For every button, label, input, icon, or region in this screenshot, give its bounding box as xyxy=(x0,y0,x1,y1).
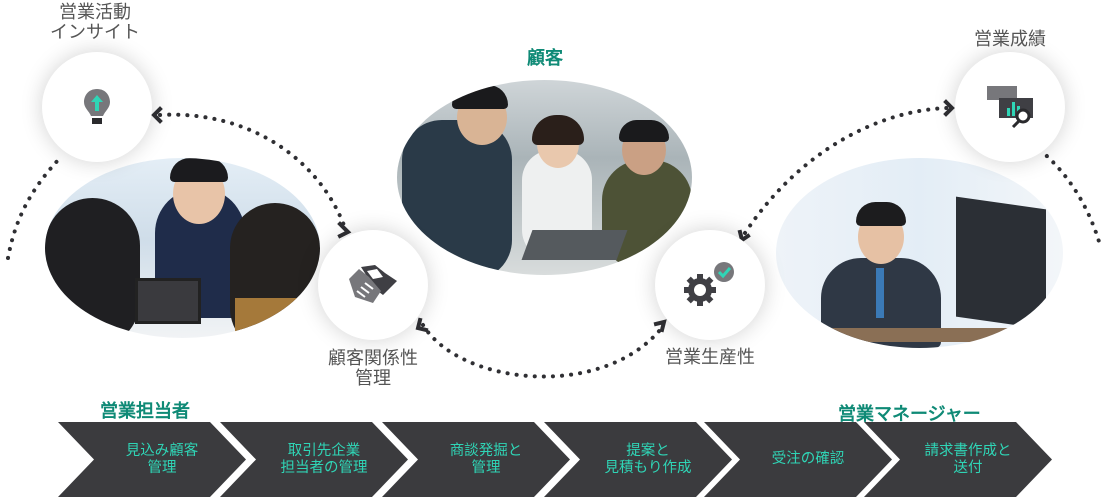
performance-node[interactable] xyxy=(955,52,1065,162)
productivity-label: 営業生産性 xyxy=(665,347,755,368)
step-text-line2: 見積もり作成 xyxy=(604,459,692,476)
step-text-line1: 提案と xyxy=(626,442,670,459)
sales-meeting-photo xyxy=(45,158,320,338)
chart-search-icon xyxy=(987,86,1033,129)
relationship-label: 顧客関係性 管理 xyxy=(310,349,436,389)
step-text-line2: 担当者の管理 xyxy=(280,459,368,476)
process-step[interactable]: 見込み顧客管理 xyxy=(58,422,248,497)
step-text-line1: 請求書作成と xyxy=(924,442,1012,459)
step-text-line2: 管理 xyxy=(471,459,501,476)
step-text-line2: 管理 xyxy=(147,459,177,476)
insight-label: 営業活動 インサイト xyxy=(40,3,150,43)
insight-label-line2: インサイト xyxy=(50,22,140,43)
sales-manager-heading: 営業マネージャー xyxy=(838,404,981,425)
customer-heading: 顧客 xyxy=(527,48,563,69)
process-step[interactable]: 提案と見積もり作成 xyxy=(544,422,734,497)
process-step[interactable]: 取引先企業担当者の管理 xyxy=(220,422,410,497)
relationship-label-line2: 管理 xyxy=(355,368,391,389)
relationship-label-line1: 顧客関係性 xyxy=(328,348,418,369)
sales-rep-heading: 営業担当者 xyxy=(100,401,190,422)
step-text-line1: 取引先企業 xyxy=(287,442,361,459)
insight-label-line1: 営業活動 xyxy=(59,2,131,23)
handshake-icon xyxy=(349,265,397,303)
customers-photo xyxy=(397,80,692,275)
process-step[interactable]: 商談発掘と管理 xyxy=(382,422,572,497)
manager-desk-photo xyxy=(776,158,1063,348)
step-text-line1: 商談発掘と xyxy=(449,442,523,459)
productivity-node[interactable] xyxy=(655,230,765,340)
performance-label: 営業成績 xyxy=(974,29,1046,50)
lightbulb-icon xyxy=(84,89,110,124)
process-step[interactable]: 受注の確認 xyxy=(704,422,894,497)
process-step[interactable]: 請求書作成と送付 xyxy=(864,422,1054,497)
relationship-node[interactable] xyxy=(318,230,428,340)
gear-check-icon xyxy=(684,262,734,306)
step-text-line1: 見込み顧客 xyxy=(125,442,199,459)
insight-node[interactable] xyxy=(42,52,152,162)
step-text-line1: 受注の確認 xyxy=(771,451,845,467)
step-text-line2: 送付 xyxy=(953,459,983,476)
